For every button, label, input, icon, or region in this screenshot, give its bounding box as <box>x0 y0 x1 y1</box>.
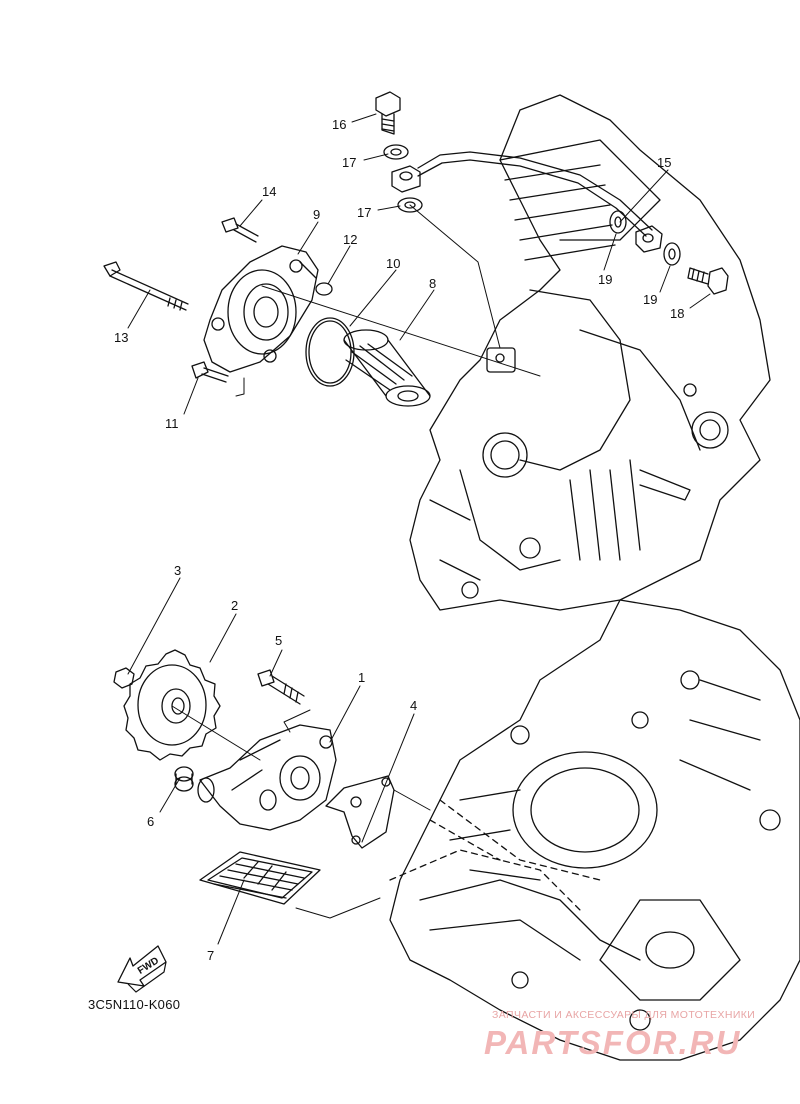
o-rings <box>305 282 355 387</box>
callout-12: 12 <box>343 232 357 247</box>
filter-cover <box>203 245 319 373</box>
callout-9: 9 <box>313 207 320 222</box>
callout-6: 6 <box>147 814 154 829</box>
pump-gasket-plate <box>325 775 395 849</box>
callout-7: 7 <box>207 948 214 963</box>
fwd-arrow: FWD <box>117 945 167 993</box>
union-bolt-16 <box>375 91 401 135</box>
callout-13: 13 <box>114 330 128 345</box>
callout-16: 16 <box>332 117 346 132</box>
upper-crankcase <box>409 94 771 611</box>
callout-11: 11 <box>165 416 179 431</box>
pump-outline-dashes <box>389 799 601 911</box>
watermark-subtitle: ЗАПЧАСТИ И АКСЕССУАРЫ ДЛЯ МОТОТЕХНИКИ <box>492 1009 756 1021</box>
leader-lines <box>127 113 711 945</box>
callout-19-left: 19 <box>598 272 612 287</box>
callout-5: 5 <box>275 633 282 648</box>
callout-17-upper: 17 <box>342 155 356 170</box>
callout-3: 3 <box>174 563 181 578</box>
lower-crankcase <box>389 599 800 1061</box>
oil-pump-body <box>197 724 337 831</box>
oil-filter-element <box>343 329 431 407</box>
callout-8: 8 <box>429 276 436 291</box>
callout-14: 14 <box>262 184 276 199</box>
callout-labels: 1 2 3 4 5 6 7 8 9 10 11 12 13 14 15 16 1… <box>114 117 684 963</box>
callout-4: 4 <box>410 698 417 713</box>
union-bolt-18 <box>687 267 729 295</box>
pump-bolt-pin <box>174 669 305 792</box>
oil-pump-gear <box>113 649 221 761</box>
callout-15: 15 <box>657 155 671 170</box>
callout-2: 2 <box>231 598 238 613</box>
callout-18: 18 <box>670 306 684 321</box>
gasket-washers <box>383 144 681 266</box>
filter-cover-bolts <box>103 217 259 383</box>
oil-delivery-pipe <box>391 151 663 253</box>
watermark-logo[interactable]: PARTSFOR.RU <box>484 1024 742 1061</box>
assembly-lines <box>171 204 541 919</box>
callout-10: 10 <box>386 256 400 271</box>
callout-19-right: 19 <box>643 292 657 307</box>
diagram-code: 3C5N110-K060 <box>88 997 181 1012</box>
callout-1: 1 <box>358 670 365 685</box>
callout-17-lower: 17 <box>357 205 371 220</box>
oil-strainer <box>199 851 321 905</box>
